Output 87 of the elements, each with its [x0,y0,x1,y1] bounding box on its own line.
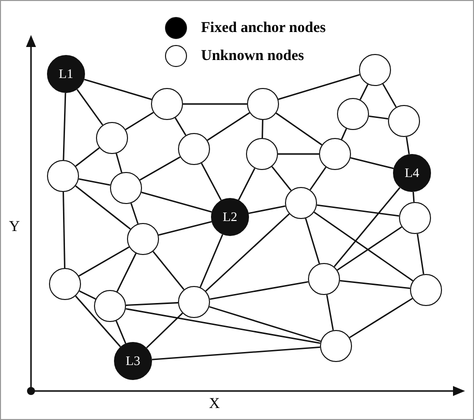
link-line [152,251,184,290]
link-line [340,280,410,289]
node-label: L1 [58,66,74,82]
link-line [209,306,321,342]
unknown-node [151,88,183,120]
link-line [152,346,320,360]
link-line [75,147,100,167]
unknown-node [308,263,340,295]
unknown-node [246,138,278,170]
link-line [350,157,394,170]
link-line [262,120,264,138]
link-line [126,308,320,344]
unknown-node [178,286,210,318]
link-line [141,192,212,213]
unknown-node [320,330,352,362]
link-line [326,294,334,330]
link-line [238,168,256,200]
axis-label: Y [9,219,20,236]
link-line [75,296,121,348]
link-line [316,204,400,217]
link-line [84,78,152,100]
link-line [349,298,413,338]
link-line [158,220,212,236]
link-line [130,202,139,224]
link-line [62,192,66,268]
link-line [271,166,292,191]
link-line [200,234,224,288]
link-line [416,234,424,274]
link-line [75,185,131,230]
link-line [207,112,250,141]
link-line [200,162,222,201]
unknown-node [96,122,128,154]
axis-label: X [209,396,220,413]
unknown-node [247,88,279,120]
link-line [412,192,415,202]
unknown-node [319,138,351,170]
legend-label: Unknown nodes [201,48,304,64]
link-line [125,112,154,130]
link-line [314,212,414,282]
node-label: L2 [222,209,238,225]
unknown-node [359,54,391,86]
link-line [76,89,104,126]
link-line [116,320,126,344]
link-line [78,246,130,277]
unknown-node [49,268,81,300]
link-line [336,226,402,271]
link-line [116,153,122,173]
anchor-node [47,55,85,93]
link-line [382,84,397,108]
link-line [278,74,360,100]
link-line [248,205,286,214]
node-label: L4 [404,165,420,181]
anchor-node [393,154,431,192]
link-line [205,213,290,292]
link-line [174,117,186,136]
unknown-node [47,160,79,192]
unknown-node [410,274,442,306]
unknown-node [337,98,369,130]
anchor-node [211,198,249,236]
unknown-node [178,133,210,165]
link-line [210,281,308,300]
unknown-node [127,223,159,255]
unknown-node [110,172,142,204]
link-line [116,253,137,292]
legend-label: Fixed anchor nodes [201,20,326,36]
link-line [126,302,178,306]
link-line [368,115,388,120]
anchor-node [114,342,152,380]
unknown-node [285,187,317,219]
link-line [183,103,247,105]
node-label: L3 [126,353,140,369]
link-line [140,156,180,181]
link-line [310,166,326,190]
link-line [406,136,410,154]
unknown-node [388,105,420,137]
unknown-node [399,202,431,234]
link-line [276,112,322,146]
link-line [360,84,368,100]
link-line [334,187,400,268]
link-line [62,92,66,160]
link-line [340,128,348,140]
link-line [78,178,110,186]
link-line [146,312,183,348]
link-line [79,290,96,300]
unknown-node [94,290,126,322]
link-line [304,218,320,264]
link-line [278,153,319,155]
